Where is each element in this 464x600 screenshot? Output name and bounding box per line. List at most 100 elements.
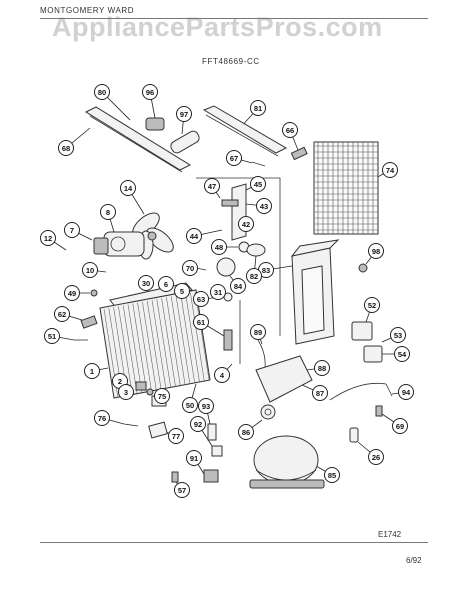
callout-51[interactable]: 51 bbox=[44, 328, 60, 344]
callout-12[interactable]: 12 bbox=[40, 230, 56, 246]
callout-label-61: 61 bbox=[197, 318, 205, 327]
callout-48[interactable]: 48 bbox=[211, 239, 227, 255]
callout-89[interactable]: 89 bbox=[250, 324, 266, 340]
callout-87[interactable]: 87 bbox=[312, 385, 328, 401]
callout-14[interactable]: 14 bbox=[120, 180, 136, 196]
watermark: AppliancePartsPros.com bbox=[52, 12, 383, 42]
callout-98[interactable]: 98 bbox=[368, 243, 384, 259]
date-code: 6/92 bbox=[406, 556, 422, 565]
part-93 bbox=[207, 423, 217, 441]
callout-67[interactable]: 67 bbox=[226, 150, 242, 166]
callout-label-81: 81 bbox=[254, 104, 262, 113]
callout-62[interactable]: 62 bbox=[54, 306, 70, 322]
callout-68[interactable]: 68 bbox=[58, 140, 74, 156]
callout-label-54: 54 bbox=[398, 350, 407, 359]
callout-97[interactable]: 97 bbox=[176, 106, 192, 122]
callout-label-42: 42 bbox=[242, 220, 250, 229]
callout-label-4: 4 bbox=[220, 371, 225, 380]
callout-77[interactable]: 77 bbox=[168, 428, 184, 444]
callout-43[interactable]: 43 bbox=[256, 198, 272, 214]
callout-label-84: 84 bbox=[234, 282, 243, 291]
callout-66[interactable]: 66 bbox=[282, 122, 298, 138]
part-49 bbox=[90, 289, 98, 297]
callout-82[interactable]: 82 bbox=[246, 268, 262, 284]
callout-10[interactable]: 10 bbox=[82, 262, 98, 278]
callout-54[interactable]: 54 bbox=[394, 346, 410, 362]
callout-label-97: 97 bbox=[180, 110, 188, 119]
callout-label-12: 12 bbox=[44, 234, 52, 243]
callout-label-80: 80 bbox=[98, 88, 106, 97]
callout-label-47: 47 bbox=[208, 182, 216, 191]
callout-76[interactable]: 76 bbox=[94, 410, 110, 426]
part-8-fan-motor bbox=[93, 231, 145, 257]
callout-31[interactable]: 31 bbox=[210, 284, 226, 300]
callout-86[interactable]: 86 bbox=[238, 424, 254, 440]
callout-75[interactable]: 75 bbox=[154, 388, 170, 404]
part-61 bbox=[223, 329, 233, 351]
part-91 bbox=[203, 469, 219, 483]
callout-1[interactable]: 1 bbox=[84, 363, 100, 379]
parts-drawings bbox=[74, 105, 393, 489]
callout-4[interactable]: 4 bbox=[214, 367, 230, 383]
callout-63[interactable]: 63 bbox=[193, 291, 209, 307]
callout-88[interactable]: 88 bbox=[314, 360, 330, 376]
callout-26[interactable]: 26 bbox=[368, 449, 384, 465]
callout-84[interactable]: 84 bbox=[230, 278, 246, 294]
callout-80[interactable]: 80 bbox=[94, 84, 110, 100]
callout-label-45: 45 bbox=[254, 180, 262, 189]
callout-69[interactable]: 69 bbox=[392, 418, 408, 434]
callout-6[interactable]: 6 bbox=[158, 276, 174, 292]
part-88-drain-pan bbox=[255, 355, 313, 403]
callout-70[interactable]: 70 bbox=[182, 260, 198, 276]
callout-label-51: 51 bbox=[48, 332, 56, 341]
callout-label-63: 63 bbox=[197, 295, 205, 304]
callout-45[interactable]: 45 bbox=[250, 176, 266, 192]
callout-92[interactable]: 92 bbox=[190, 416, 206, 432]
callout-label-87: 87 bbox=[316, 389, 324, 398]
callout-label-68: 68 bbox=[62, 144, 70, 153]
callout-50[interactable]: 50 bbox=[182, 397, 198, 413]
callout-30[interactable]: 30 bbox=[138, 275, 154, 291]
callout-label-89: 89 bbox=[254, 328, 262, 337]
callout-42[interactable]: 42 bbox=[238, 216, 254, 232]
model-number: FFT48669-CC bbox=[202, 57, 260, 66]
part-86 bbox=[260, 404, 276, 420]
callout-81[interactable]: 81 bbox=[250, 100, 266, 116]
callout-91[interactable]: 91 bbox=[186, 450, 202, 466]
part-80-bracket bbox=[84, 106, 192, 171]
callout-label-96: 96 bbox=[146, 88, 154, 97]
callout-49[interactable]: 49 bbox=[64, 285, 80, 301]
callout-5[interactable]: 5 bbox=[174, 283, 190, 299]
callout-7[interactable]: 7 bbox=[64, 222, 80, 238]
part-26 bbox=[349, 427, 359, 443]
callout-label-67: 67 bbox=[230, 154, 238, 163]
callout-96[interactable]: 96 bbox=[142, 84, 158, 100]
callout-label-70: 70 bbox=[186, 264, 194, 273]
callout-label-85: 85 bbox=[328, 471, 336, 480]
callout-label-88: 88 bbox=[318, 364, 326, 373]
callout-label-1: 1 bbox=[90, 367, 94, 376]
part-98 bbox=[358, 263, 368, 273]
callout-47[interactable]: 47 bbox=[204, 178, 220, 194]
callout-8[interactable]: 8 bbox=[100, 204, 116, 220]
callout-61[interactable]: 61 bbox=[193, 314, 209, 330]
callout-53[interactable]: 53 bbox=[390, 327, 406, 343]
callout-label-66: 66 bbox=[286, 126, 294, 135]
callout-label-62: 62 bbox=[58, 310, 66, 319]
callout-94[interactable]: 94 bbox=[398, 384, 414, 400]
callout-label-31: 31 bbox=[214, 288, 222, 297]
callout-85[interactable]: 85 bbox=[324, 467, 340, 483]
callout-label-76: 76 bbox=[98, 414, 106, 423]
callout-label-75: 75 bbox=[158, 392, 166, 401]
callout-44[interactable]: 44 bbox=[186, 228, 202, 244]
callout-93[interactable]: 93 bbox=[198, 398, 214, 414]
part-62 bbox=[80, 315, 98, 329]
callout-74[interactable]: 74 bbox=[382, 162, 398, 178]
callout-label-7: 7 bbox=[70, 226, 74, 235]
callout-label-74: 74 bbox=[386, 166, 395, 175]
callout-57[interactable]: 57 bbox=[174, 482, 190, 498]
part-84-gasket bbox=[216, 257, 236, 277]
callout-52[interactable]: 52 bbox=[364, 297, 380, 313]
callout-3[interactable]: 3 bbox=[118, 384, 134, 400]
